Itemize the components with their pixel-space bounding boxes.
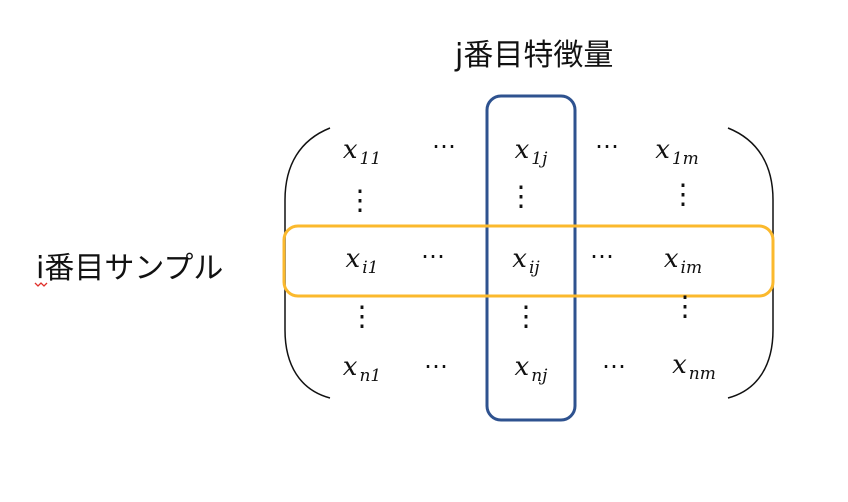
vdots-lower-colm: ⋮ [671,289,699,323]
hdots-r1-left: ⋯ [432,132,456,160]
hdots-rn-left: ⋯ [424,352,448,380]
vdots-upper-col1: ⋮ [346,183,374,217]
left-bracket [284,127,331,399]
hdots-rn-right: ⋯ [602,352,626,380]
column-highlight-box [485,94,577,422]
vdots-upper-colj: ⋮ [507,179,535,213]
vdots-lower-colj: ⋮ [512,299,540,333]
spellcheck-underline [34,282,48,287]
vdots-lower-col1: ⋮ [348,299,376,333]
row-label: i番目サンプル [36,251,224,286]
hdots-ri-right: ⋯ [590,242,614,270]
hdots-r1-right: ⋯ [595,132,619,160]
row-highlight-box [282,224,775,298]
column-label: j番目特徴量 [455,38,614,73]
vdots-upper-colm: ⋮ [669,177,697,211]
right-bracket [727,127,774,399]
hdots-ri-left: ⋯ [421,242,445,270]
